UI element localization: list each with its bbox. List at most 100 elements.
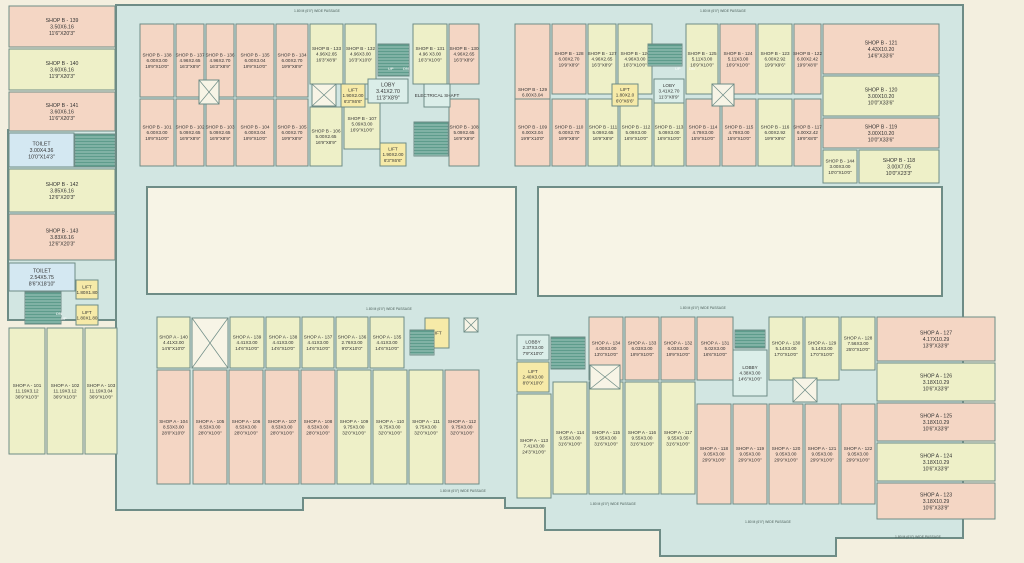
room-dimensions-imperial: 16'6"X10'0" xyxy=(703,352,727,357)
room-dimensions-metric: 1.90X2.00 xyxy=(383,152,404,157)
room-block xyxy=(8,213,116,261)
room-block xyxy=(768,316,804,381)
room-label: LOBY xyxy=(381,83,395,89)
shaft-cross xyxy=(191,317,229,369)
room-dimensions-metric: 4.96X2.65 xyxy=(316,52,337,57)
room-label: SHOP A - 121 xyxy=(808,446,837,451)
room-dimensions-metric: 9.75X3.00 xyxy=(344,425,365,430)
room-dimensions-imperial: 29'9"X10'0" xyxy=(774,458,798,463)
room-block xyxy=(876,482,996,520)
room-dimensions-imperial: 15'9"X10'0" xyxy=(691,136,715,141)
room-dimensions-imperial: 15'9"X10'0" xyxy=(727,136,751,141)
room-dimensions-imperial: 6'3"X6'6" xyxy=(344,99,363,104)
room-dimensions-imperial: 10'0"X33'6" xyxy=(868,137,895,143)
room-dimensions-imperial: 19'9"X8'9" xyxy=(282,64,303,69)
room-dimensions-imperial: 31'6"X10'0" xyxy=(630,442,654,447)
room-block xyxy=(139,23,175,98)
room-dimensions-imperial: 16'3"X8'9" xyxy=(210,64,231,69)
room-block xyxy=(412,23,448,85)
room-label: SHOP A - 103 xyxy=(87,383,116,388)
room-label: SHOP B - 124 xyxy=(723,51,752,56)
room-dimensions-metric: 6.00X2.92 xyxy=(765,130,786,135)
room-block xyxy=(264,369,300,485)
room-block xyxy=(340,83,366,108)
room-label: SHOP B - 140 xyxy=(46,61,79,67)
room-block xyxy=(624,381,660,495)
room-dimensions-metric: 1.80X2.0 xyxy=(616,93,635,98)
room-dimensions-metric: 9.55X3.00 xyxy=(596,436,617,441)
room-label: SHOP B - 133 xyxy=(312,46,341,51)
room-label: SHOP A - 136 xyxy=(338,334,367,339)
room-label: SHOP B - 122 xyxy=(793,51,822,56)
room-dimensions-imperial: 11'3"X8'9" xyxy=(376,95,399,101)
room-label: SHOP B - 138 xyxy=(142,52,171,57)
room-dimensions-imperial: 10'6"X33'9" xyxy=(923,466,950,472)
room-dimensions-imperial: 16'9"X10'0" xyxy=(624,136,648,141)
room-block xyxy=(448,23,480,85)
room-dimensions-imperial: 10'6"X33'9" xyxy=(923,386,950,392)
room-dimensions-metric: 3.83X6.16 xyxy=(50,235,74,241)
room-dimensions-metric: 4.96X3.00 xyxy=(625,57,646,62)
room-label: SHOP B - 135 xyxy=(240,52,269,57)
room-label: SHOP A - 102 xyxy=(51,383,80,388)
room-dimensions-metric: 3.00X10.20 xyxy=(868,94,895,100)
room-dimensions-imperial: 36'9"X10'3" xyxy=(53,395,77,400)
room-dimensions-metric: 6.00X2.42 xyxy=(797,57,818,62)
room-label: SHOP A - 127 xyxy=(920,331,952,337)
room-label: LOBBY xyxy=(742,365,757,370)
room-dimensions-metric: 9.75X3.00 xyxy=(380,425,401,430)
room-label: SHOP A - 130 xyxy=(772,340,801,345)
room-label: SHOP A - 110 xyxy=(376,419,405,424)
room-label: SHOP B - 109 xyxy=(518,124,547,129)
room-dimensions-imperial: 29'9"X10'0" xyxy=(846,458,870,463)
room-label: SHOP A - 113 xyxy=(520,438,549,443)
room-label: SHOP A - 134 xyxy=(592,340,621,345)
room-dimensions-metric: 3.60X6.16 xyxy=(50,68,74,74)
passage-label-mid-1: 1.80 M (6'0") WIDE PASSAGE xyxy=(366,307,413,311)
room-label: SHOP A - 122 xyxy=(844,446,873,451)
room-label: SHOP B - 121 xyxy=(865,41,898,47)
room-dimensions-metric: 6.00X2.92 xyxy=(765,57,786,62)
room-dimensions-metric: 11.19X3.12 xyxy=(15,389,39,394)
passage-label-bot-2: 1.80 M (6'0") WIDE PASSAGE xyxy=(590,502,637,506)
room-label: SHOP B - 106 xyxy=(311,128,340,133)
shaft-cross xyxy=(311,83,337,107)
room-dimensions-imperial: 13'0"X10'0" xyxy=(594,352,618,357)
room-dimensions-metric: 3.85X6.16 xyxy=(50,189,74,195)
room-block xyxy=(514,98,551,167)
room-dimensions-imperial: 24'3"X10'0" xyxy=(522,450,546,455)
room-label: SHOP A - 132 xyxy=(664,340,693,345)
room-dimensions-imperial: 16'3"X8'9" xyxy=(592,63,613,68)
room-block xyxy=(8,48,116,91)
courtyard-east xyxy=(537,186,943,297)
room-dimensions-metric: 6.00X3.04 xyxy=(522,130,543,135)
room-block xyxy=(793,23,822,95)
room-dimensions-metric: 3.00X7.05 xyxy=(887,165,911,171)
room-block xyxy=(8,262,76,292)
room-dimensions-metric: 4.41X3.00 xyxy=(163,340,184,345)
room-label: SHOP A - 101 xyxy=(13,383,42,388)
room-dimensions-imperial: 16'9"X8'9" xyxy=(316,140,337,145)
room-dimensions-imperial: 19'9"X8'0" xyxy=(797,136,818,141)
room-dimensions-imperial: 6'3"X6'6" xyxy=(384,158,403,163)
